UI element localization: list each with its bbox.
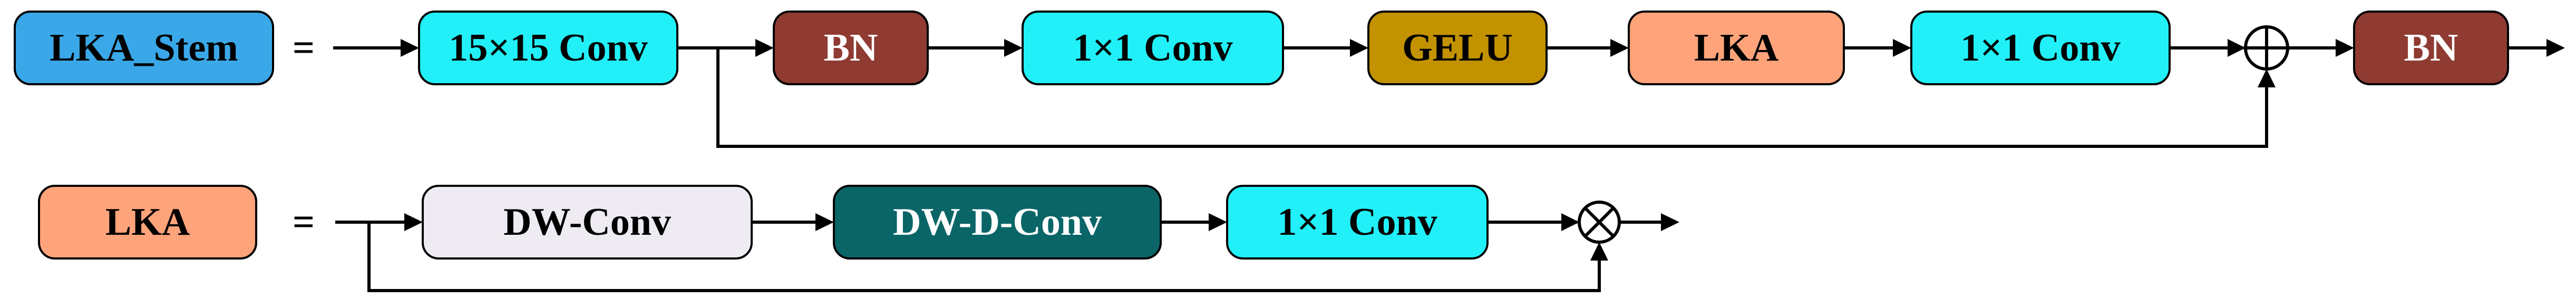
- arrowhead: [1350, 39, 1368, 57]
- gelu-label: GELU: [1402, 26, 1513, 69]
- conv15-label: 15×15 Conv: [449, 26, 647, 69]
- lka-stem-block: [14, 11, 274, 85]
- lka-def-block: [38, 185, 257, 260]
- arrowhead: [815, 213, 834, 231]
- lka-label: LKA: [1694, 26, 1778, 69]
- dw-d-conv-label: DW-D-Conv: [893, 201, 1102, 244]
- row2-lka: LKA = DW-Conv DW-D-Conv 1×1 Conv: [38, 185, 1679, 292]
- arrowhead: [404, 213, 423, 231]
- arrowhead: [2336, 39, 2354, 57]
- conv1x1-label-3: 1×1 Conv: [1277, 201, 1437, 244]
- equals-sign: =: [293, 26, 315, 69]
- residual-connection: [716, 48, 2268, 148]
- multiply-node: [1578, 201, 1621, 244]
- equals-sign-2: =: [293, 201, 315, 244]
- arrowhead: [1661, 213, 1679, 231]
- add-node: [2244, 25, 2289, 71]
- arrowhead: [1590, 242, 1608, 261]
- arrowhead: [1004, 39, 1023, 57]
- dw-conv-label: DW-Conv: [503, 201, 671, 244]
- arrowhead: [1610, 39, 1629, 57]
- lka-stem-label: LKA_Stem: [50, 26, 238, 69]
- arrowhead: [2258, 69, 2276, 87]
- conv1x1-label-2: 1×1 Conv: [1960, 26, 2120, 69]
- arrowhead: [2546, 39, 2565, 57]
- lka-def-label: LKA: [105, 201, 190, 244]
- arrowhead: [2228, 39, 2246, 57]
- arrowhead: [1209, 213, 1227, 231]
- attention-connection: [367, 222, 1601, 292]
- arrowhead: [1893, 39, 1911, 57]
- row1-lka-stem: LKA_Stem = 15×15 Conv BN 1×1 Conv GELU L: [14, 11, 2565, 148]
- bn-label: BN: [824, 26, 878, 69]
- arrowhead: [1561, 213, 1579, 231]
- arrowhead: [755, 39, 774, 57]
- bn-label-2: BN: [2404, 26, 2458, 69]
- conv1x1-label: 1×1 Conv: [1073, 26, 1232, 69]
- arrowhead: [401, 39, 419, 57]
